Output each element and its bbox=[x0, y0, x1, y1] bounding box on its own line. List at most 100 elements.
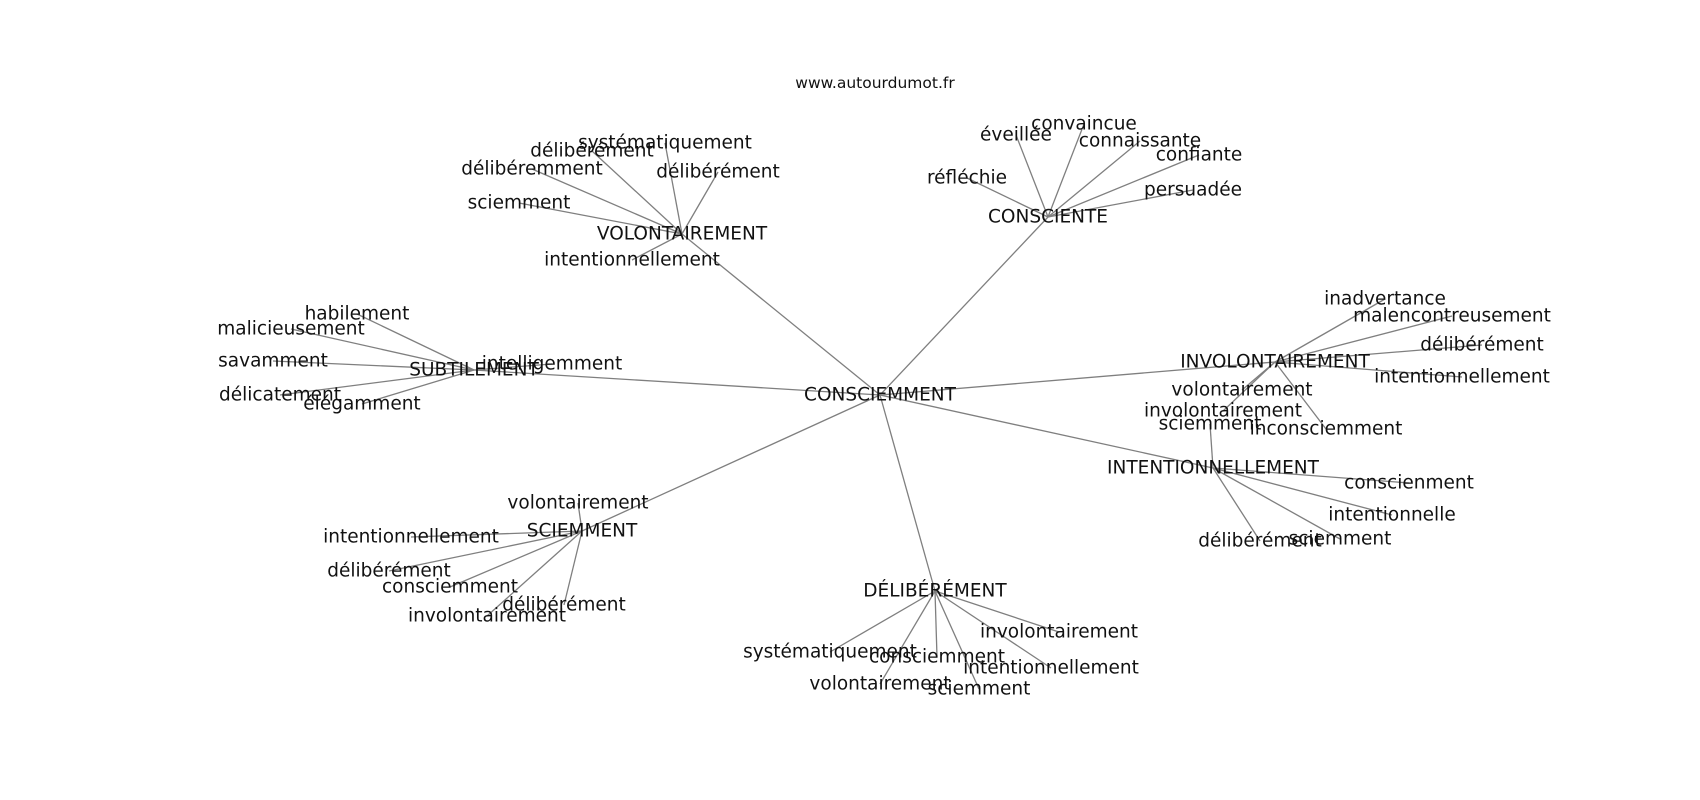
edge-involontairement-leaf-2 bbox=[1274, 344, 1483, 363]
leaf-node-sciemment-2[interactable]: délibérément bbox=[327, 561, 451, 582]
leaf-node-intentionnellement-1[interactable]: conscienment bbox=[1344, 473, 1474, 494]
edge-deliberement-leaf-0 bbox=[934, 590, 1060, 633]
leaf-node-deliberement-3[interactable]: intentionnellement bbox=[963, 658, 1139, 679]
edge-center-intentionnellement bbox=[879, 394, 1214, 469]
leaf-node-subtilement-5[interactable]: élégamment bbox=[303, 394, 420, 415]
leaf-node-sciemment-1[interactable]: intentionnellement bbox=[323, 527, 499, 548]
edge-sciemment-leaf-1 bbox=[410, 530, 583, 538]
edge-volontairement-leaf-2 bbox=[531, 168, 683, 235]
hub-node-involontairement[interactable]: INVOLONTAIREMENT bbox=[1180, 352, 1370, 373]
hub-node-sciemment[interactable]: SCIEMMENT bbox=[527, 521, 638, 542]
leaf-node-consciente-3[interactable]: confiante bbox=[1156, 145, 1243, 166]
edge-volontairement-leaf-1 bbox=[591, 150, 683, 235]
leaf-node-subtilement-2[interactable]: savamment bbox=[218, 351, 328, 372]
edge-consciente-leaf-5 bbox=[1047, 189, 1194, 218]
edge-deliberement-leaf-4 bbox=[879, 590, 936, 685]
leaf-node-sciemment-4[interactable]: délibérément bbox=[502, 595, 626, 616]
edge-intentionnellement-leaf-3 bbox=[1212, 467, 1261, 542]
edge-sciemment-leaf-3 bbox=[449, 530, 583, 588]
edge-involontairement-leaf-5 bbox=[1222, 361, 1276, 412]
edge-consciente-leaf-4 bbox=[966, 177, 1049, 218]
edge-consciente-leaf-3 bbox=[1047, 154, 1200, 218]
edge-consciente-leaf-2 bbox=[1047, 140, 1141, 218]
edge-deliberement-leaf-5 bbox=[934, 590, 980, 690]
edge-sciemment-leaf-2 bbox=[388, 530, 583, 572]
edge-involontairement-leaf-6 bbox=[1274, 361, 1327, 430]
leaf-node-volontairement-1[interactable]: délibérément bbox=[530, 141, 654, 162]
leaf-node-involontairement-4[interactable]: volontairement bbox=[1171, 380, 1312, 401]
graph-edges bbox=[272, 123, 1483, 690]
edge-center-subtilement bbox=[473, 369, 881, 396]
leaf-node-subtilement-3[interactable]: intelligemment bbox=[482, 354, 622, 375]
hub-node-volontairement[interactable]: VOLONTAIREMENT bbox=[597, 224, 768, 245]
leaf-node-volontairement-3[interactable]: délibérément bbox=[656, 162, 780, 183]
leaf-node-sciemment-3[interactable]: consciemment bbox=[382, 577, 518, 598]
edge-sciemment-leaf-0 bbox=[577, 502, 583, 532]
edge-deliberement-leaf-2 bbox=[934, 590, 938, 658]
edge-deliberement-leaf-3 bbox=[934, 590, 1052, 669]
edge-consciente-leaf-1 bbox=[1015, 134, 1049, 218]
leaf-node-intentionnellement-0[interactable]: sciemment bbox=[1159, 414, 1262, 435]
edge-consciente-leaf-0 bbox=[1047, 123, 1085, 218]
leaf-node-intentionnellement-2[interactable]: intentionnelle bbox=[1328, 505, 1455, 526]
leaf-node-consciente-5[interactable]: persuadée bbox=[1144, 180, 1242, 201]
leaf-node-intentionnellement-3[interactable]: délibérément bbox=[1198, 531, 1322, 552]
edge-subtilement-leaf-4 bbox=[279, 369, 475, 396]
edge-sciemment-leaf-5 bbox=[486, 530, 583, 617]
edge-center-deliberement bbox=[879, 394, 936, 592]
leaf-node-consciente-2[interactable]: connaissante bbox=[1079, 131, 1201, 152]
leaf-node-volontairement-2[interactable]: délibéremment bbox=[461, 159, 603, 180]
leaf-node-consciente-1[interactable]: éveillée bbox=[980, 125, 1052, 146]
leaf-node-deliberement-2[interactable]: consciemment bbox=[869, 647, 1005, 668]
leaf-node-involontairement-0[interactable]: inadvertance bbox=[1324, 289, 1446, 310]
edge-subtilement-leaf-3 bbox=[473, 363, 553, 371]
edge-subtilement-leaf-0 bbox=[356, 313, 475, 371]
leaf-node-involontairement-1[interactable]: malencontreusement bbox=[1353, 306, 1551, 327]
leaf-node-deliberement-5[interactable]: sciemment bbox=[928, 679, 1031, 700]
hub-node-deliberement[interactable]: DÉLIBÉRÉMENT bbox=[863, 580, 1007, 602]
edge-intentionnellement-leaf-0 bbox=[1209, 423, 1214, 469]
edge-volontairement-leaf-3 bbox=[681, 171, 719, 235]
edge-involontairement-leaf-1 bbox=[1274, 315, 1453, 363]
leaf-node-sciemment-0[interactable]: volontairement bbox=[507, 493, 648, 514]
leaf-node-deliberement-0[interactable]: involontairement bbox=[980, 622, 1138, 643]
leaf-node-intentionnellement-4[interactable]: sciemment bbox=[1289, 529, 1392, 550]
edge-center-sciemment bbox=[581, 394, 881, 532]
leaf-node-volontairement-4[interactable]: sciemment bbox=[468, 193, 571, 214]
hub-node-subtilement[interactable]: SUBTILEMENT bbox=[409, 360, 539, 381]
leaf-node-volontairement-0[interactable]: systématiquement bbox=[578, 133, 752, 154]
edge-volontairement-leaf-4 bbox=[518, 202, 683, 235]
graph-labels: CONSCIEMMENT VOLONTAIREMENT systématiqueme… bbox=[217, 114, 1551, 700]
leaf-node-deliberement-1[interactable]: systématiquement bbox=[743, 642, 917, 663]
hub-node-consciente[interactable]: CONSCIENTE bbox=[988, 207, 1108, 228]
edge-center-involontairement bbox=[879, 361, 1276, 396]
center-node-label[interactable]: CONSCIEMMENT bbox=[804, 385, 957, 406]
leaf-node-involontairement-2[interactable]: délibérément bbox=[1420, 335, 1544, 356]
leaf-node-volontairement-5[interactable]: intentionnellement bbox=[544, 250, 720, 271]
leaf-node-involontairement-6[interactable]: inconsciemment bbox=[1250, 419, 1403, 440]
hub-node-intentionnellement[interactable]: INTENTIONNELLEMENT bbox=[1107, 458, 1320, 479]
edge-intentionnellement-leaf-4 bbox=[1212, 467, 1341, 540]
leaf-node-consciente-0[interactable]: convaincue bbox=[1031, 114, 1137, 135]
edge-involontairement-leaf-0 bbox=[1274, 298, 1386, 363]
edge-subtilement-leaf-2 bbox=[272, 360, 475, 371]
leaf-node-subtilement-0[interactable]: habilement bbox=[305, 304, 410, 325]
source-label: www.autourdumot.fr bbox=[795, 74, 955, 92]
edge-subtilement-leaf-1 bbox=[290, 328, 475, 371]
edge-volontairement-leaf-0 bbox=[664, 142, 683, 235]
leaf-node-subtilement-1[interactable]: malicieusement bbox=[217, 319, 364, 340]
leaf-node-involontairement-3[interactable]: intentionnellement bbox=[1374, 367, 1550, 388]
edge-sciemment-leaf-4 bbox=[563, 530, 583, 606]
edge-deliberement-leaf-1 bbox=[829, 590, 936, 653]
leaf-node-deliberement-4[interactable]: volontairement bbox=[809, 674, 950, 695]
edge-subtilement-leaf-5 bbox=[361, 369, 475, 405]
leaf-node-involontairement-5[interactable]: involontairement bbox=[1144, 401, 1302, 422]
edge-center-consciente bbox=[879, 216, 1049, 396]
leaf-node-subtilement-4[interactable]: délicatement bbox=[219, 385, 341, 406]
leaf-node-consciente-4[interactable]: réfléchie bbox=[927, 168, 1007, 189]
edge-intentionnellement-leaf-2 bbox=[1212, 467, 1393, 516]
edge-center-volontairement bbox=[681, 233, 881, 396]
edge-intentionnellement-leaf-1 bbox=[1212, 467, 1410, 484]
leaf-node-sciemment-5[interactable]: involontairement bbox=[408, 606, 566, 627]
